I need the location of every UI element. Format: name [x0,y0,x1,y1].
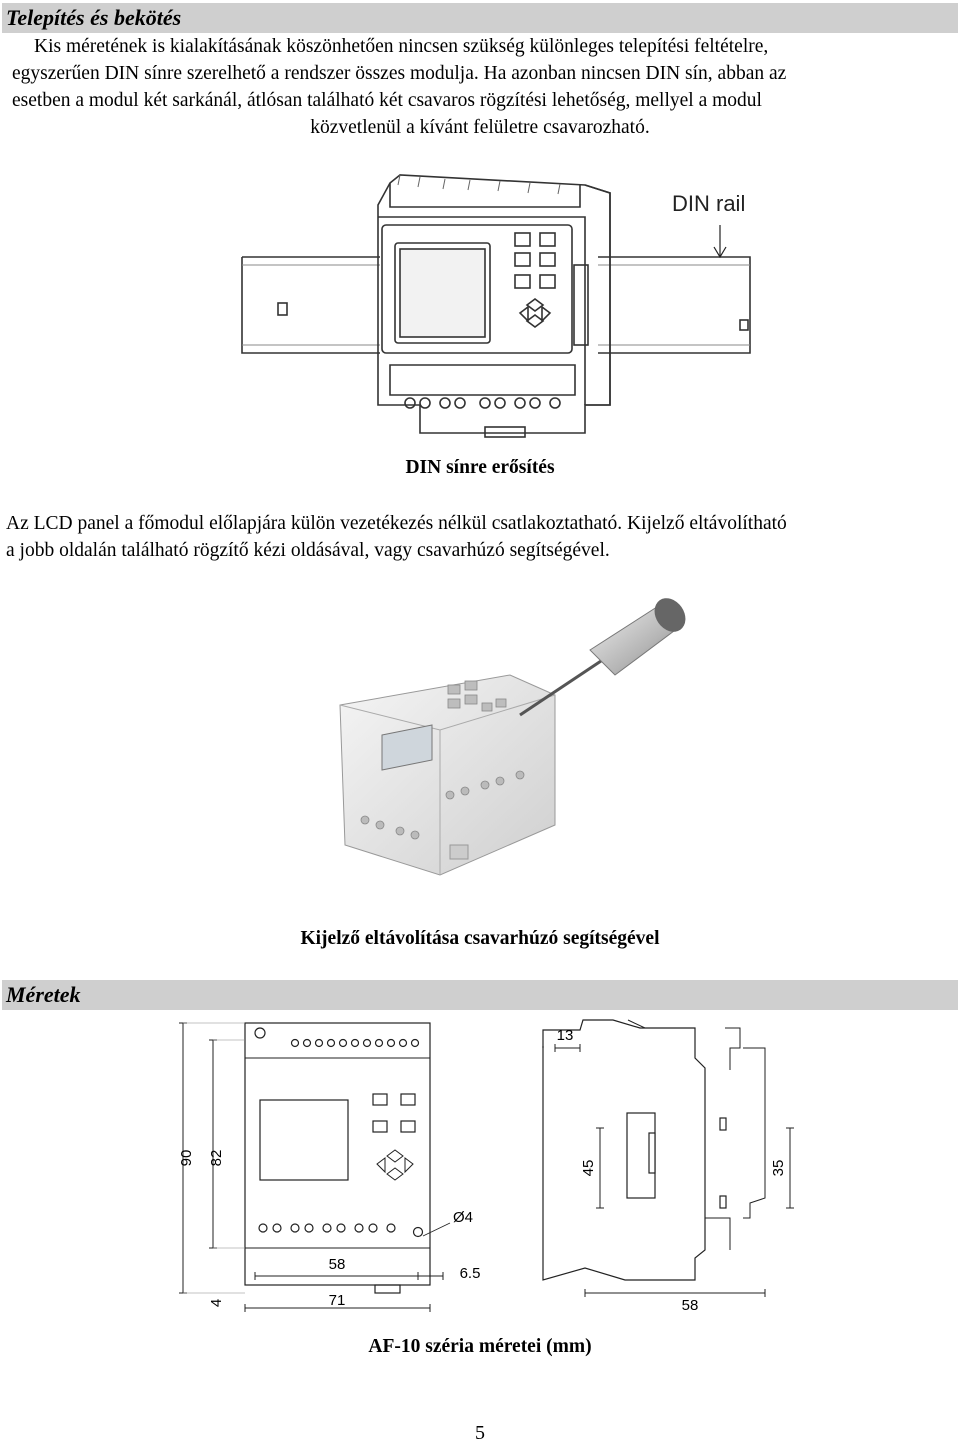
dim-bottom-offset: 4 [208,1299,225,1307]
dim-side-width: 58 [682,1297,699,1314]
dim-hole-spacing: 58 [329,1256,346,1273]
din-rail-figure: DIN rail [241,174,751,438]
section-header-dimensions: Méretek [2,980,958,1010]
lcd-removal-figure [339,598,686,876]
dim-side-top: 13 [557,1027,574,1044]
section-title: Telepítés és bekötés [6,5,182,30]
figure2-caption: Kijelző eltávolítása csavarhúzó segítség… [300,928,660,949]
intro-line-1: Kis méretének is kialakításának köszönhe… [34,36,769,57]
dim-side-depth: 35 [770,1160,787,1177]
intro-line-3: esetben a modul két sarkánál, átlósan ta… [12,90,762,111]
intro-line-4: közvetlenül a kívánt felületre csavarozh… [310,117,650,138]
dim-hole: Ø4 [453,1209,473,1226]
dim-height-inner: 82 [208,1150,225,1167]
din-rail-label: DIN rail [672,191,745,216]
dim-width: 71 [329,1292,346,1309]
dim-side-rail: 45 [580,1160,597,1177]
dim-edge: 6.5 [460,1265,481,1282]
dimension-drawing: 90 82 4 Ø4 58 6.5 71 13 45 35 58 [178,1019,794,1314]
figure3-caption: AF-10 széria méretei (mm) [368,1336,592,1357]
lcd-line-1: Az LCD panel a főmodul előlapjára külön … [6,513,787,534]
section-title: Méretek [6,982,81,1007]
page-number: 5 [475,1422,485,1444]
section-header-installation: Telepítés és bekötés [2,3,958,33]
dim-height-outer: 90 [178,1150,195,1167]
lcd-line-2: a jobb oldalán található rögzítő kézi ol… [6,540,610,561]
intro-line-2: egyszerűen DIN sínre szerelhető a rendsz… [12,63,787,84]
figure1-caption: DIN sínre erősítés [405,457,555,478]
